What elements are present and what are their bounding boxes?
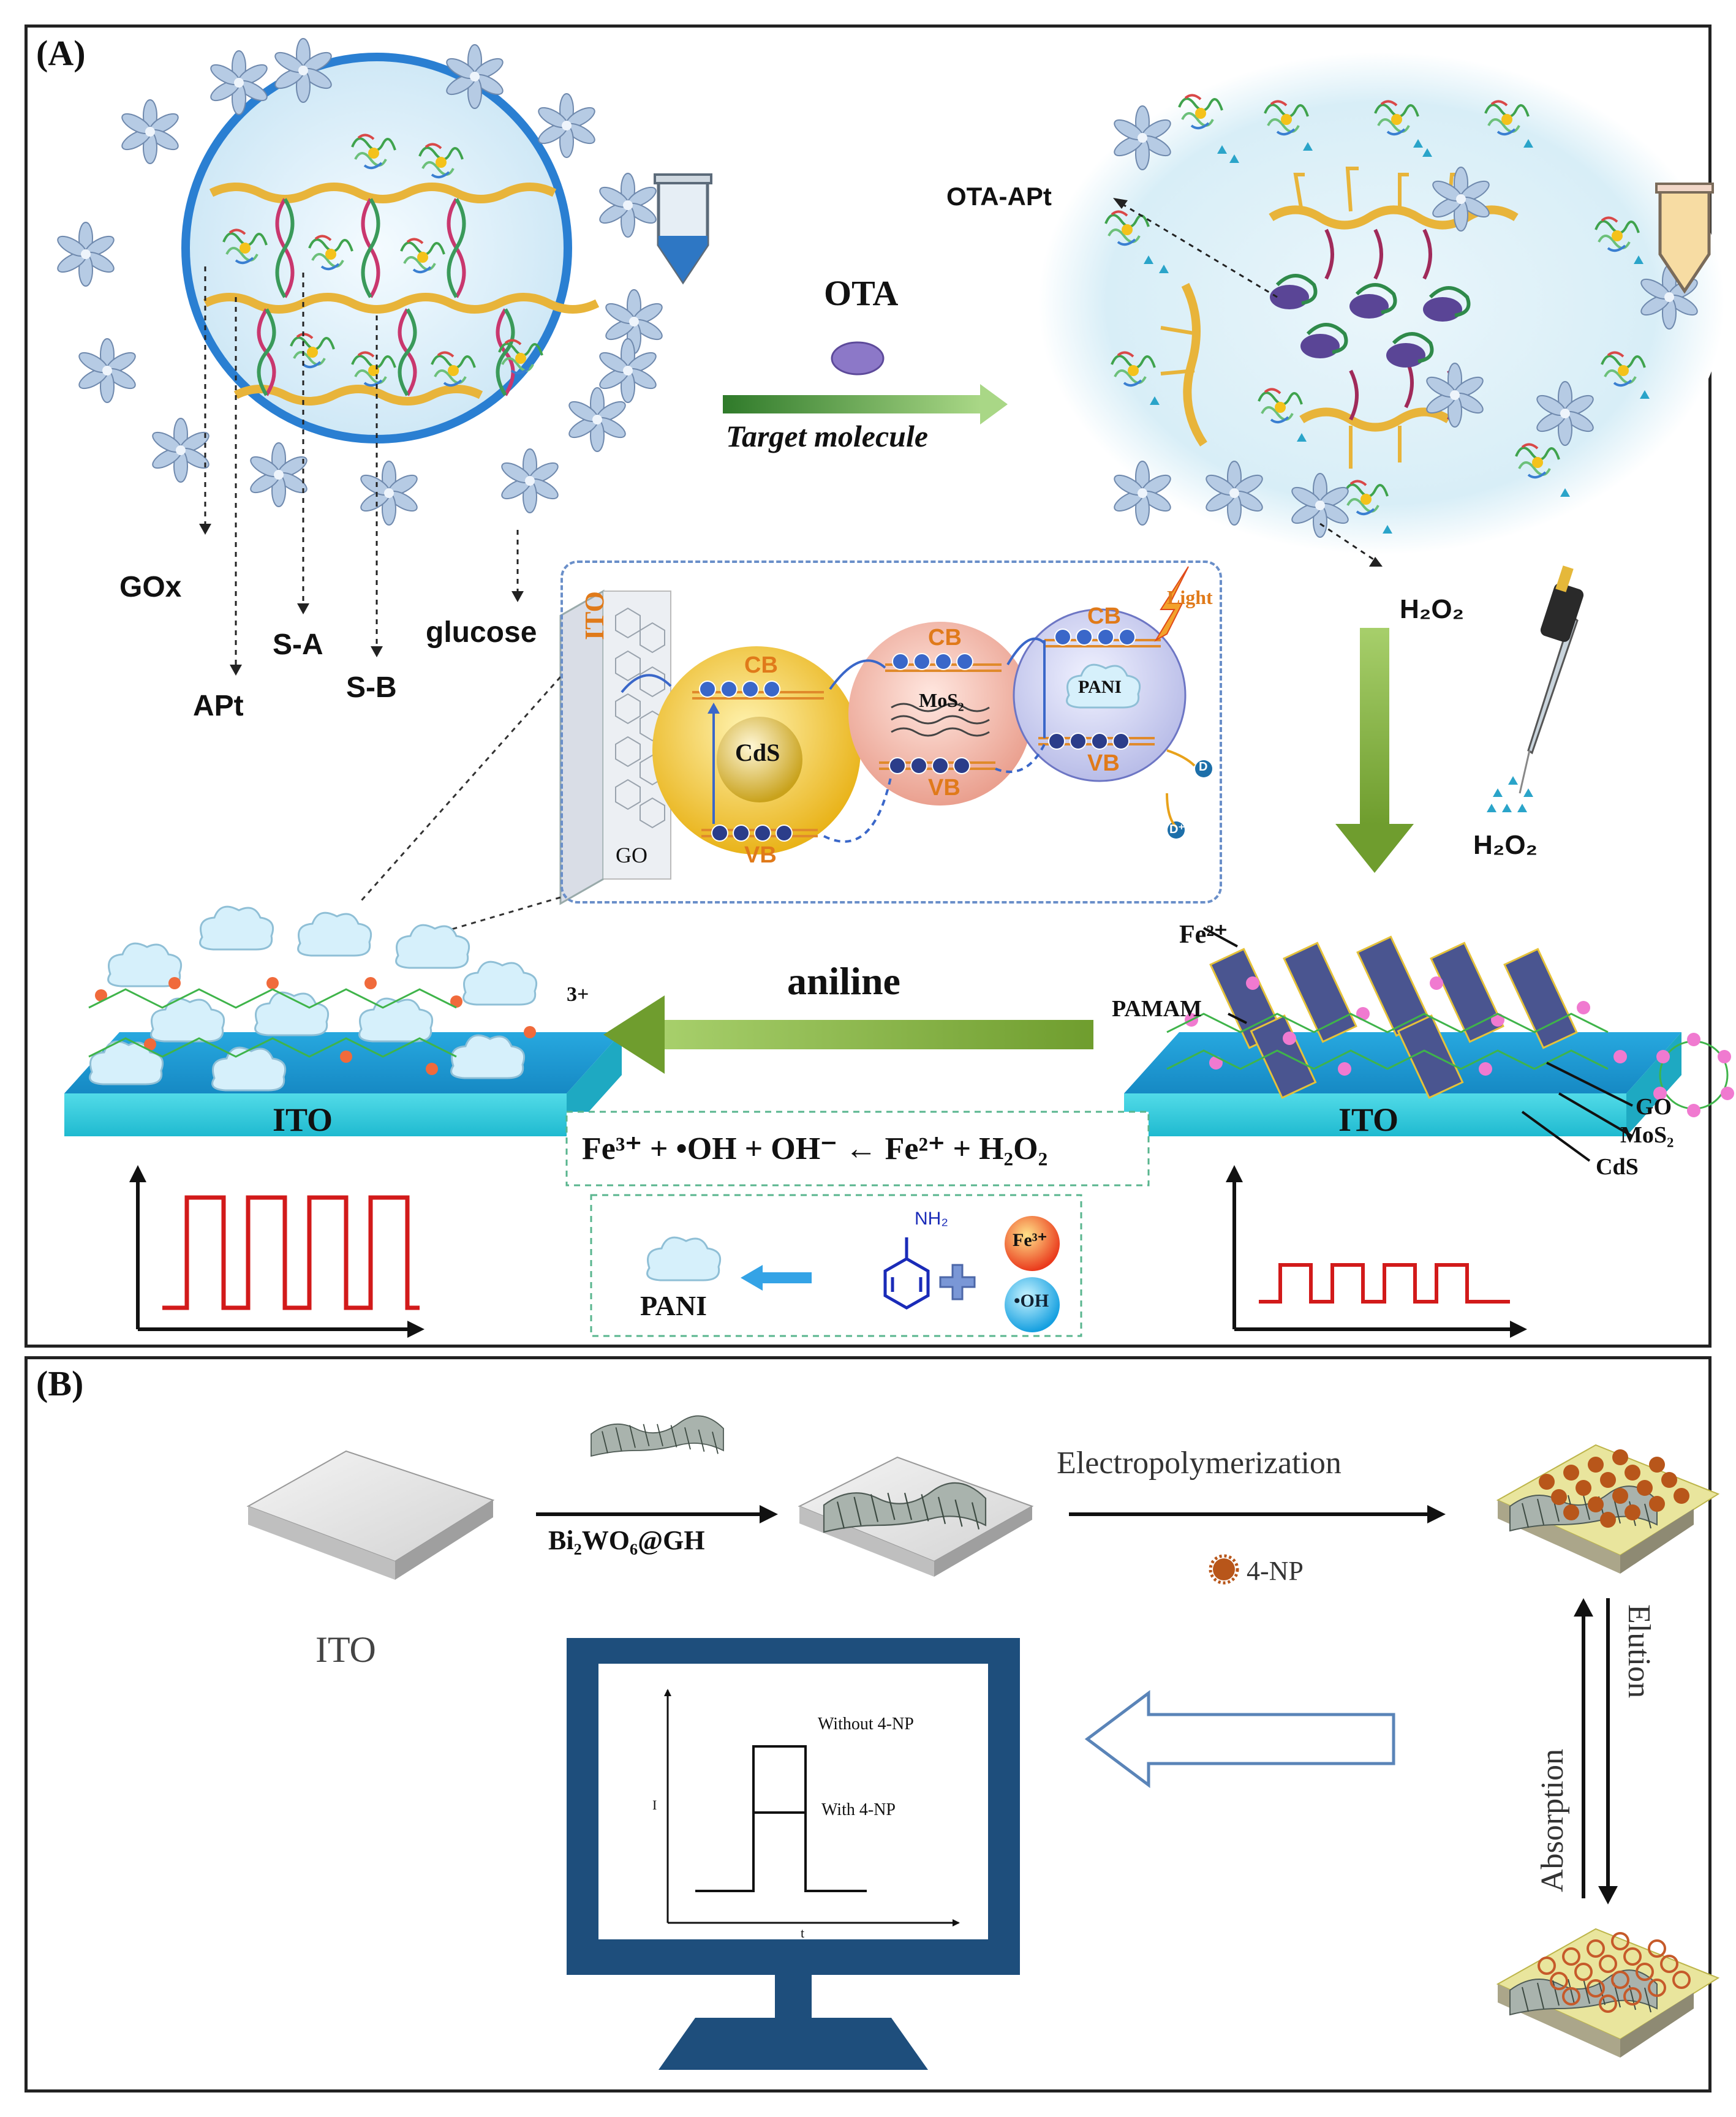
label-h2o2-top: H₂O₂ (1400, 594, 1465, 624)
right-label-pointers (1203, 927, 1634, 1162)
aniline-ring-icon (883, 1237, 930, 1310)
inset-cb-pani: CB (1087, 603, 1121, 629)
inset-vb-cds: VB (744, 842, 777, 868)
inset-mos2: MoS₂ (919, 689, 964, 711)
inset-d-plus: D⁺ (1169, 823, 1185, 836)
panel-a-graphics (54, 38, 1734, 1338)
photocurrent-plot-right (1226, 1165, 1527, 1338)
imprinted-slab (1496, 1444, 1720, 1574)
inset-vb-pani: VB (1087, 750, 1120, 776)
inset-d: D (1199, 760, 1208, 774)
label-aniline: aniline (787, 959, 900, 1003)
label-elution: Elution (1621, 1604, 1656, 1699)
monitor-icon (567, 1638, 1020, 2070)
inset-border (560, 560, 1222, 904)
inset-vb-mos2: VB (928, 775, 960, 801)
label-target-molecule: Target molecule (726, 419, 929, 453)
label-4np: 4-NP (1247, 1556, 1304, 1586)
aniline-arrow (603, 995, 1093, 1074)
hydrogel-capsule (181, 53, 600, 443)
eluted-slab (1496, 1928, 1720, 2058)
inset-cds: CdS (735, 739, 780, 766)
label-s-b: S-B (346, 671, 397, 704)
np-marker-icon (1209, 1554, 1239, 1585)
panel-b-label: (B) (36, 1364, 84, 1403)
light-bolt-icon (1154, 566, 1189, 642)
aptamer-ota-complexes (1270, 274, 1471, 368)
plot-y-axis-label: I (652, 1797, 657, 1813)
ota-apt-leader (1123, 204, 1278, 298)
label-pamam: PAMAM (1112, 996, 1202, 1022)
pamam-dendrimer (1653, 1033, 1734, 1117)
label-ota-apt: OTA-APt (946, 182, 1052, 211)
arrow-electropolymerization (1069, 1505, 1446, 1523)
panel-b: (B) (25, 1356, 1720, 2092)
label-cds-right: CdS (1596, 1154, 1639, 1180)
label-ota: OTA (824, 273, 899, 313)
label-go-right: GO (1636, 1094, 1672, 1120)
photocurrent-plot-left (129, 1165, 425, 1338)
photoelectric-inset (559, 566, 1212, 905)
label-pani: PANI (640, 1290, 708, 1321)
oh-ball (1005, 1277, 1060, 1332)
bi2wo6-gh-flake (591, 1415, 724, 1457)
fenton-reaction: Fe³⁺ + •OH + OH⁻ ← Fe²⁺ + H₂O₂ (582, 1131, 1048, 1166)
inset-cb-mos2: CB (928, 625, 962, 651)
target-arrow (723, 384, 1008, 425)
label-apt: APt (193, 690, 244, 722)
pipette-icon (1519, 565, 1584, 794)
right-film (1166, 935, 1627, 1100)
label-fe3-ball: Fe³⁺ (1013, 1230, 1047, 1250)
label-ito-left: ITO (273, 1101, 333, 1138)
label-oh-ball: •OH (1014, 1291, 1049, 1311)
label-s-a: S-A (273, 628, 323, 661)
inset-pani: PANI (1078, 677, 1122, 697)
label-fe2: Fe²⁺ (1179, 921, 1228, 949)
released-complex (1038, 52, 1724, 554)
panel-a: (A) (25, 25, 1734, 1348)
electrode-right (1124, 935, 1734, 1136)
panel-a-label: (A) (36, 33, 86, 73)
label-mos2-right: MoS₂ (1620, 1122, 1674, 1148)
label-nh2: NH₂ (915, 1209, 948, 1229)
plot-label-with: With 4-NP (821, 1800, 896, 1819)
absorption-elution-arrows (1574, 1598, 1618, 1904)
label-gox: GOx (119, 571, 182, 603)
label-ito-b: ITO (315, 1629, 376, 1670)
bare-ito-slab (246, 1450, 495, 1580)
legend-arrowheads (199, 524, 524, 676)
label-absorption: Absorption (1535, 1749, 1570, 1892)
plot-x-axis-label: t (801, 1925, 805, 1941)
inset-light: Light (1167, 586, 1213, 608)
ota-molecule (831, 341, 885, 375)
label-electropolymerization: Electropolymerization (1057, 1446, 1342, 1481)
inset-go: GO (616, 843, 647, 867)
inset-cb-cds: CB (744, 652, 778, 678)
tube-yellow (1655, 183, 1714, 294)
label-left-fe3: 3+ (567, 983, 589, 1006)
label-ito-right: ITO (1338, 1101, 1399, 1138)
modified-ito-slab (798, 1456, 1034, 1577)
legend-leaders (204, 266, 519, 665)
tube-blue (654, 173, 712, 285)
reaction-box (565, 1111, 1150, 1187)
arrow-bi2wo6 (536, 1505, 778, 1523)
label-bi2wo6-gh: Bi₂WO₆@GH (548, 1525, 705, 1555)
label-h2o2-drop: H₂O₂ (1473, 830, 1538, 860)
readout-arrow (1084, 1690, 1395, 1788)
plus-icon (939, 1264, 976, 1300)
left-film (88, 905, 538, 1092)
fe3-ball (1005, 1216, 1060, 1271)
panel-b-graphics (246, 1415, 1720, 2070)
label-glucose: glucose (426, 616, 537, 649)
h2o2-arrow (1335, 628, 1414, 873)
electrode-left (64, 905, 622, 1136)
plot-label-without: Without 4-NP (818, 1715, 914, 1734)
pani-box-graphics (646, 1216, 1060, 1332)
inset-ito: ITO (579, 591, 609, 640)
monitor-plot (664, 1689, 960, 1926)
